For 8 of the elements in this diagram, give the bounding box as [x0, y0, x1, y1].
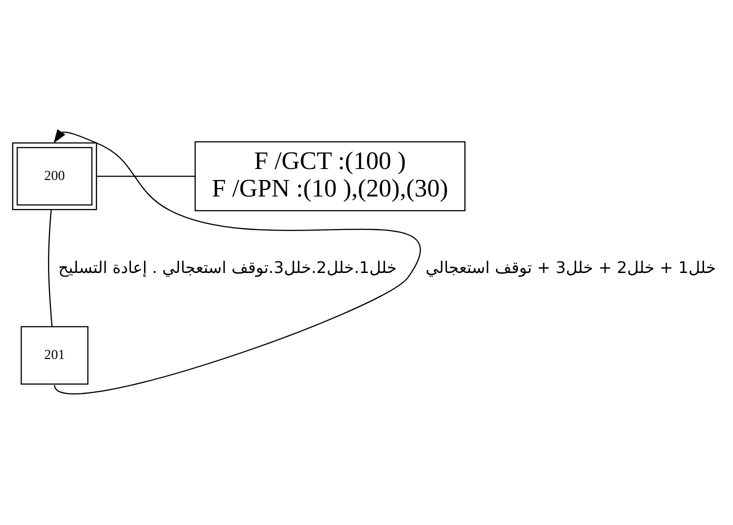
node-box: F /GCT :(100 ) F /GPN :(10 ),(20),(30)	[194, 140, 466, 211]
edge-label: خلل1.خلل2.خلل3.توقف استعجالي . إعادة التسليح	[58, 257, 397, 276]
edge-label: خلل1 + خلل2 + خلل3 + توقف استعجالي	[426, 257, 716, 276]
connector	[48, 209, 53, 326]
arrow	[54, 128, 420, 394]
connector	[96, 175, 196, 176]
node-box: 201	[20, 326, 88, 384]
node-box: 200	[12, 142, 98, 210]
